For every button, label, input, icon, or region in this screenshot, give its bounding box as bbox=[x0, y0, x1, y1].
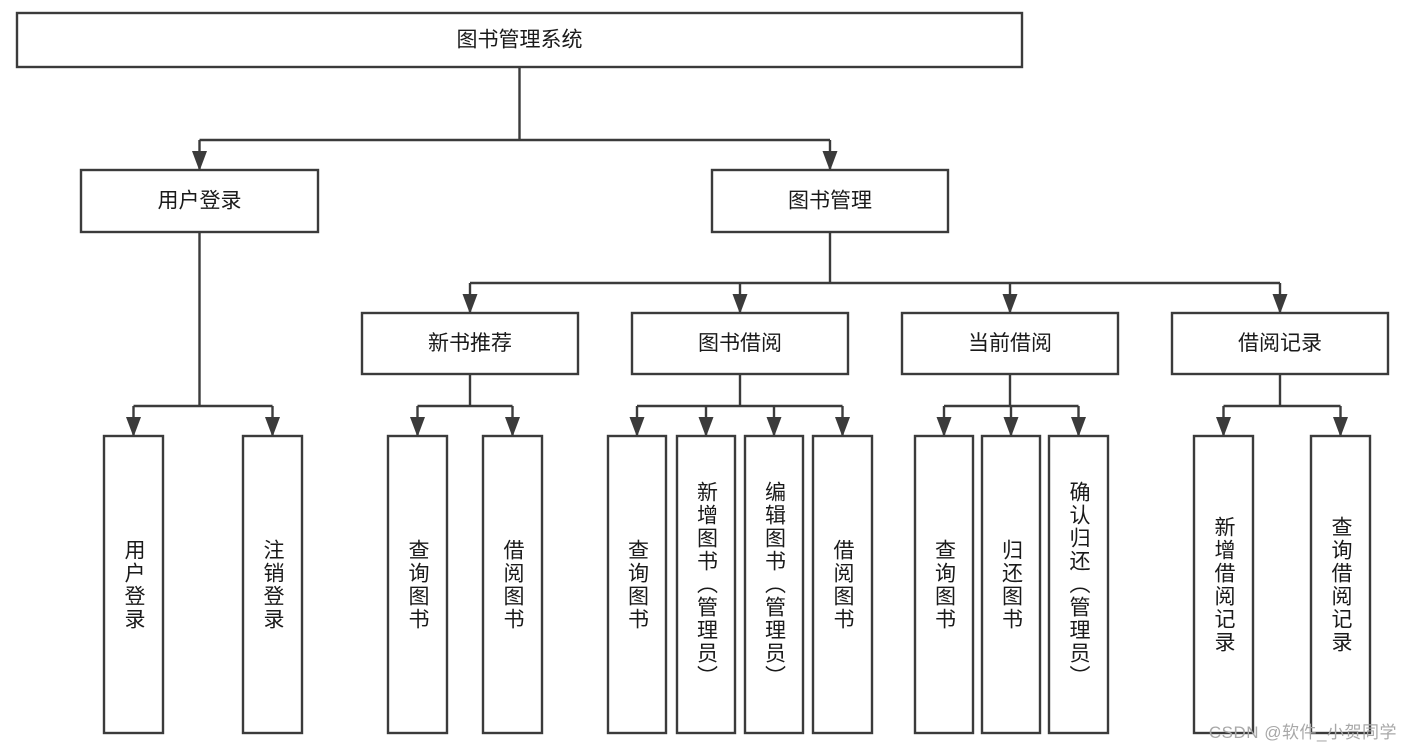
node-leaf-query-record[interactable] bbox=[1309, 434, 1372, 735]
node-label: 借阅记录 bbox=[1238, 332, 1322, 355]
node-leaf-add-record[interactable] bbox=[1192, 434, 1255, 735]
node-box[interactable] bbox=[15, 11, 1024, 69]
node-leaf-confirm-return[interactable] bbox=[1047, 434, 1110, 735]
watermark-text: CSDN @软件_小贺同学 bbox=[1208, 723, 1397, 742]
node-leaf-query-book-1[interactable] bbox=[386, 434, 449, 735]
connector-arrowhead-icon bbox=[629, 417, 645, 437]
node-box[interactable] bbox=[630, 311, 850, 376]
node-box[interactable] bbox=[900, 311, 1120, 376]
node-book-borrow[interactable] bbox=[630, 311, 850, 376]
node-box[interactable] bbox=[360, 311, 580, 376]
node-box[interactable] bbox=[743, 434, 805, 735]
node-box[interactable] bbox=[1192, 434, 1255, 735]
node-leaf-query-book-2[interactable] bbox=[606, 434, 668, 735]
node-box[interactable] bbox=[1170, 311, 1390, 376]
connector-arrowhead-icon bbox=[936, 417, 952, 437]
connector-arrowhead-icon bbox=[192, 151, 207, 171]
node-box[interactable] bbox=[79, 168, 320, 234]
connector-arrowhead-icon bbox=[822, 151, 838, 171]
node-label: 新书推荐 bbox=[428, 332, 512, 355]
node-leaf-user-login[interactable] bbox=[102, 434, 165, 735]
node-box[interactable] bbox=[710, 168, 950, 234]
node-label: 图书管理系统 bbox=[457, 29, 583, 52]
node-leaf-borrow-book-1[interactable] bbox=[481, 434, 544, 735]
node-box[interactable] bbox=[386, 434, 449, 735]
node-new-book-recommend[interactable] bbox=[360, 311, 580, 376]
connector-arrowhead-icon bbox=[1071, 417, 1086, 437]
node-leaf-borrow-book-2[interactable] bbox=[811, 434, 874, 735]
connector-arrowhead-icon bbox=[766, 417, 782, 437]
node-box[interactable] bbox=[606, 434, 668, 735]
connectors-layer bbox=[126, 67, 1348, 437]
node-book-management[interactable] bbox=[710, 168, 950, 234]
node-box[interactable] bbox=[1309, 434, 1372, 735]
node-leaf-add-book[interactable] bbox=[675, 434, 737, 735]
connector-arrowhead-icon bbox=[1272, 294, 1288, 314]
connector-arrowhead-icon bbox=[1003, 417, 1019, 437]
node-box[interactable] bbox=[481, 434, 544, 735]
node-leaf-logout[interactable] bbox=[241, 434, 304, 735]
node-leaf-query-book-3[interactable] bbox=[913, 434, 975, 735]
node-label: 图书借阅 bbox=[698, 332, 782, 355]
node-box[interactable] bbox=[913, 434, 975, 735]
connector-arrowhead-icon bbox=[410, 417, 425, 437]
node-label: 用户登录 bbox=[158, 190, 242, 213]
connector-arrowhead-icon bbox=[462, 294, 478, 314]
connector-arrowhead-icon bbox=[732, 294, 748, 314]
node-current-borrow[interactable] bbox=[900, 311, 1120, 376]
connector-arrowhead-icon bbox=[265, 417, 280, 437]
node-root[interactable] bbox=[15, 11, 1024, 69]
node-box[interactable] bbox=[980, 434, 1042, 735]
node-box[interactable] bbox=[675, 434, 737, 735]
node-borrow-record[interactable] bbox=[1170, 311, 1390, 376]
connector-arrowhead-icon bbox=[835, 417, 850, 437]
connector-arrowhead-icon bbox=[1333, 417, 1348, 437]
connector-arrowhead-icon bbox=[505, 417, 520, 437]
node-box[interactable] bbox=[241, 434, 304, 735]
connector-arrowhead-icon bbox=[698, 417, 714, 437]
node-label: 当前借阅 bbox=[968, 332, 1052, 355]
node-leaf-return-book[interactable] bbox=[980, 434, 1042, 735]
connector-arrowhead-icon bbox=[126, 417, 141, 437]
node-box[interactable] bbox=[1047, 434, 1110, 735]
node-user-login[interactable] bbox=[79, 168, 320, 234]
node-box[interactable] bbox=[102, 434, 165, 735]
connector-arrowhead-icon bbox=[1002, 294, 1018, 314]
node-leaf-edit-book[interactable] bbox=[743, 434, 805, 735]
node-label: 图书管理 bbox=[788, 190, 872, 213]
node-box[interactable] bbox=[811, 434, 874, 735]
connector-arrowhead-icon bbox=[1216, 417, 1231, 437]
